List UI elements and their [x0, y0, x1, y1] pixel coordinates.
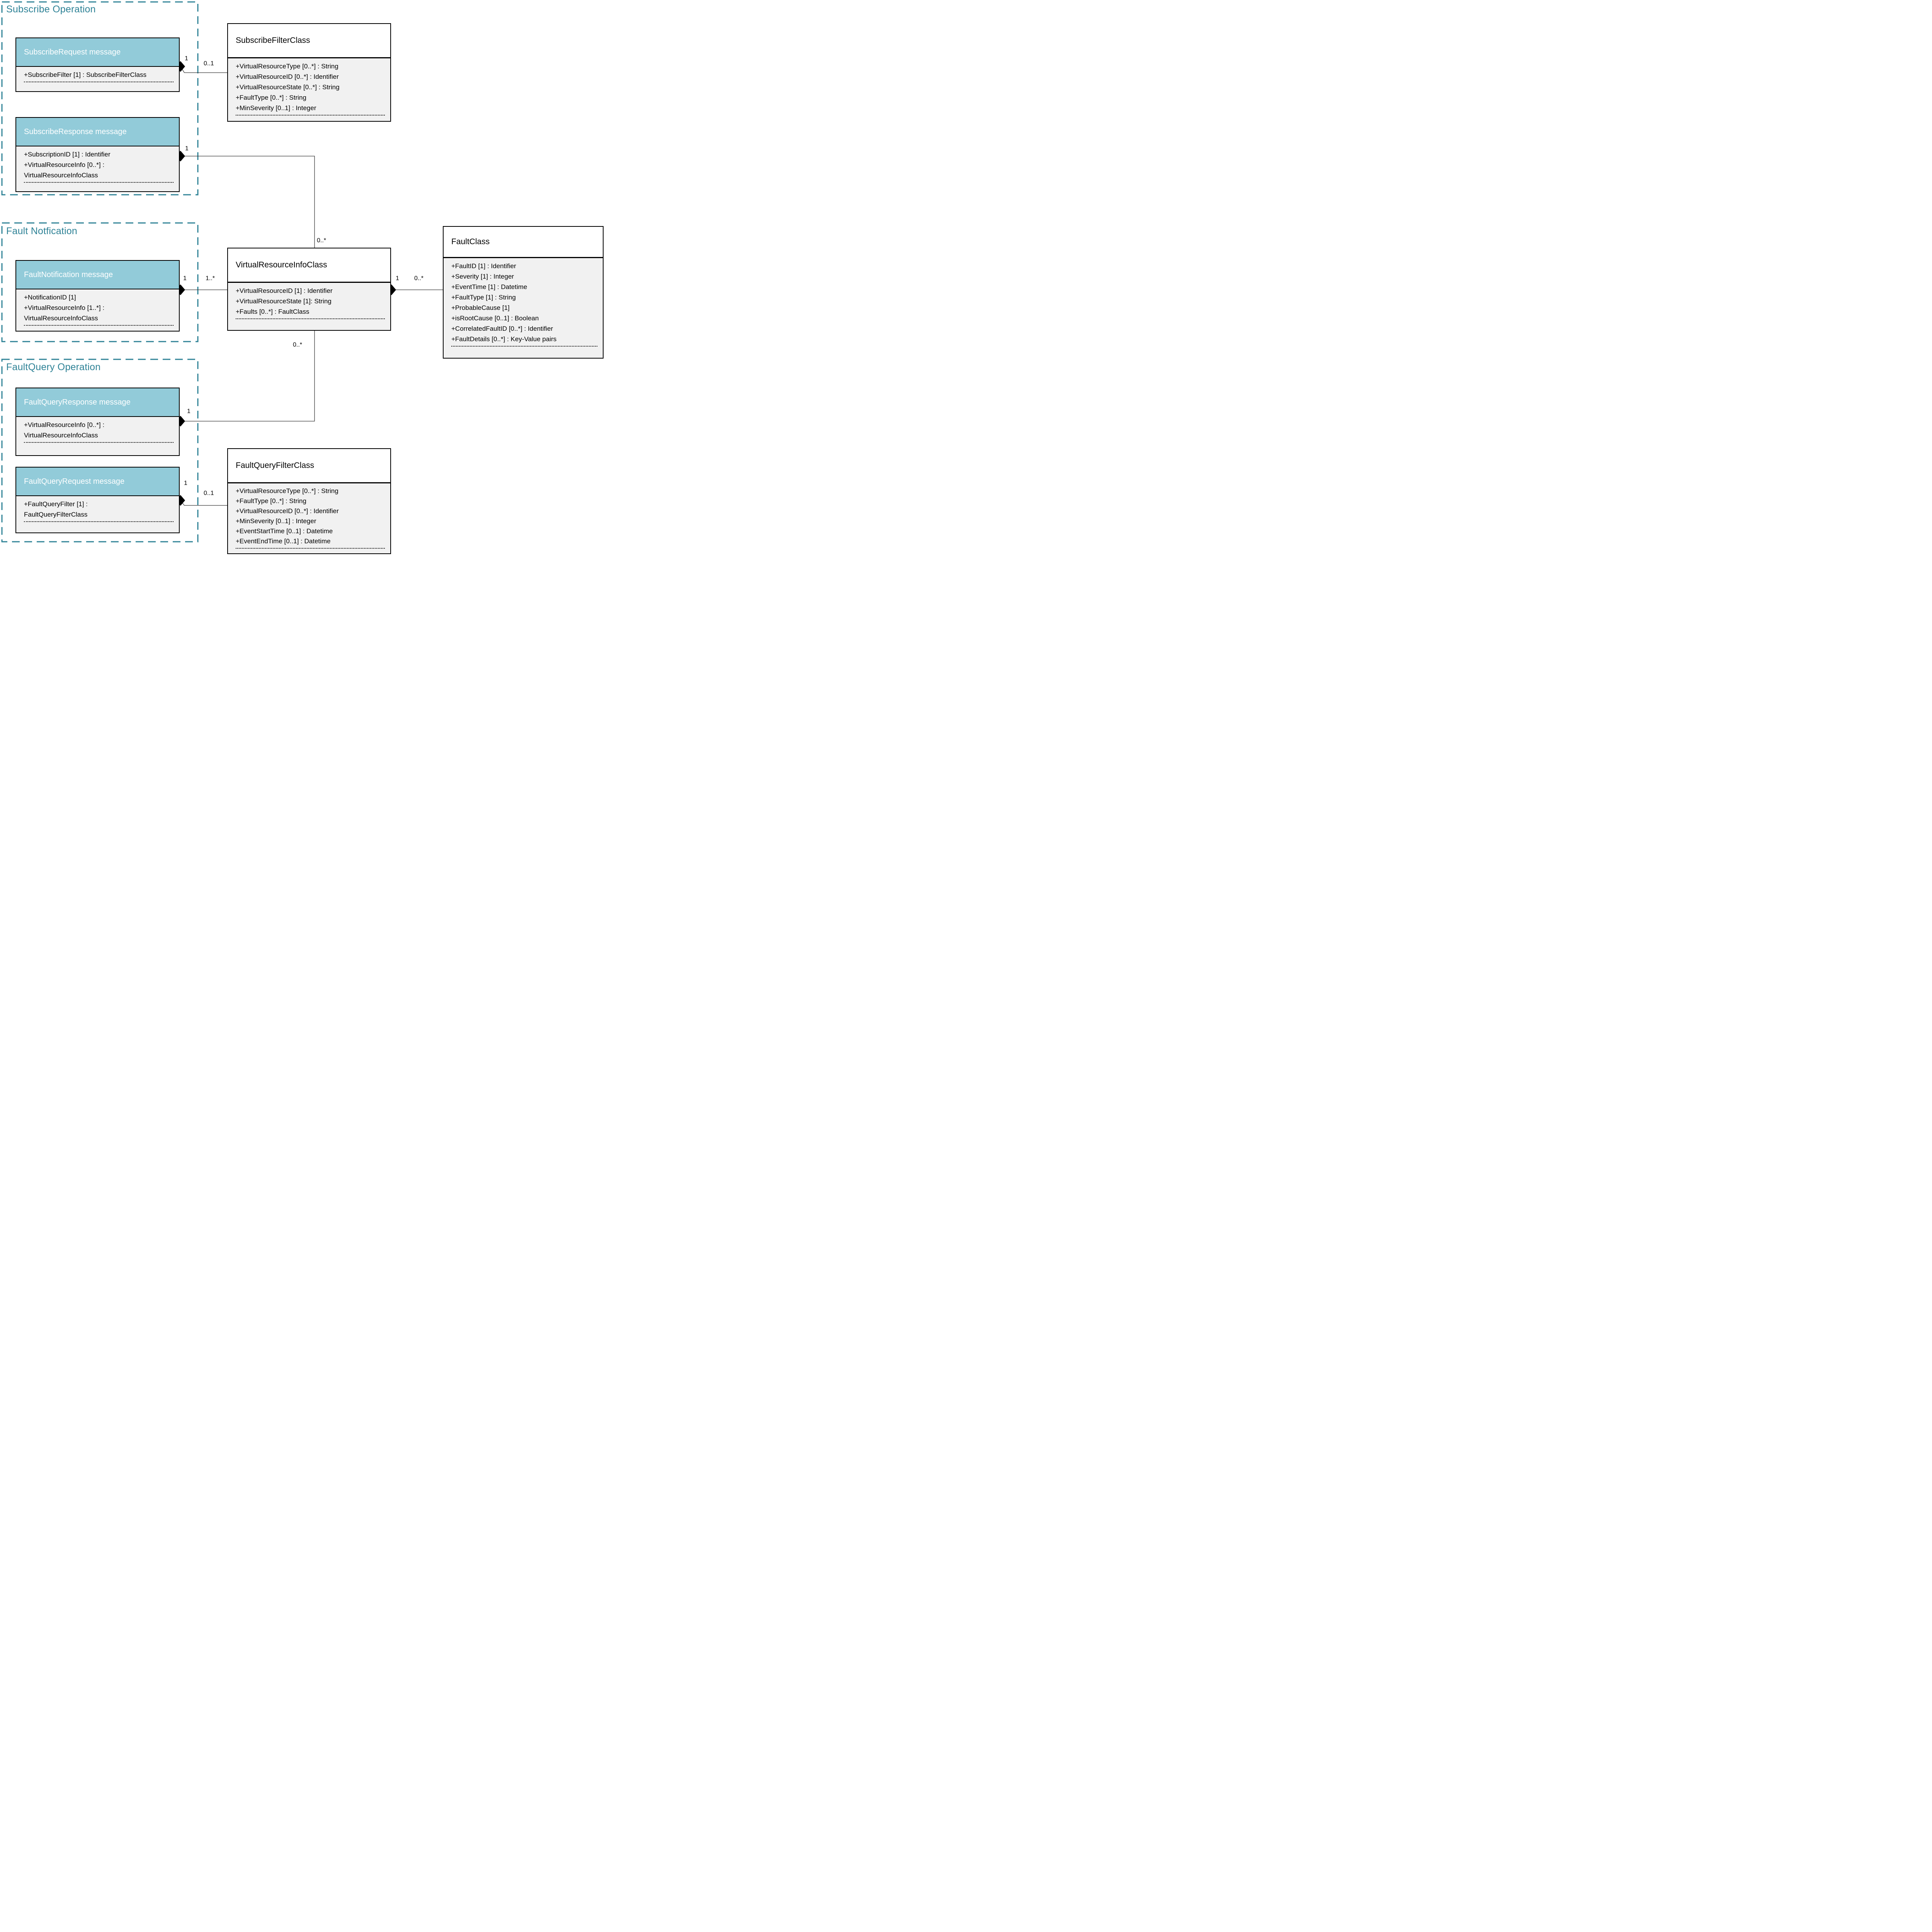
attribute-line: +isRootCause [0..1] : Boolean: [451, 315, 539, 322]
class-box-faultqueryrequest-message: FaultQueryRequest message +FaultQueryFil…: [15, 467, 180, 533]
group-title-subscribe-operation: Subscribe Operation: [6, 4, 96, 15]
attributes-compartment: +VirtualResourceInfo [0..*] : VirtualRes…: [16, 417, 179, 443]
class-title: FaultClass: [451, 237, 490, 246]
attribute-separator: [24, 521, 173, 522]
attribute-line: +ProbableCause [1]: [451, 304, 510, 311]
class-header: VirtualResourceInfoClass: [228, 248, 390, 283]
attribute-line: +VirtualResourceID [0..*] : Identifier: [236, 507, 339, 515]
class-box-subscriberesponse-message: SubscribeResponse message +SubscriptionI…: [15, 117, 180, 192]
class-title: SubscribeRequest message: [24, 48, 121, 56]
attributes-compartment: +VirtualResourceID [1] : Identifier +Vir…: [228, 283, 390, 319]
connector-faultqueryrequest-faultqueryfilterclass: [180, 500, 227, 506]
class-header: FaultNotification message: [16, 261, 179, 289]
attribute-line: +VirtualResourceState [0..*] : String: [236, 83, 340, 91]
attribute-line: +FaultQueryFilter [1] :: [24, 500, 88, 508]
attributes-compartment: +NotificationID [1] +VirtualResourceInfo…: [16, 289, 179, 326]
attribute-line: VirtualResourceInfoClass: [24, 432, 98, 439]
class-box-faultqueryresponse-message: FaultQueryResponse message +VirtualResou…: [15, 388, 180, 456]
attribute-line: +SubscriptionID [1] : Identifier: [24, 151, 111, 158]
attributes-compartment: +FaultID [1] : Identifier +Severity [1] …: [444, 258, 603, 347]
attribute-line: +EventTime [1] : Datetime: [451, 283, 527, 291]
class-title: FaultQueryFilterClass: [236, 461, 315, 470]
attribute-line: +SubscribeFilter [1] : SubscribeFilterCl…: [24, 71, 146, 78]
multiplicity-label: 0..*: [293, 342, 303, 348]
attribute-line: VirtualResourceInfoClass: [24, 172, 98, 179]
class-title: SubscribeFilterClass: [236, 36, 310, 45]
multiplicity-label: 1: [187, 408, 190, 415]
multiplicity-label: 1: [185, 55, 188, 62]
class-box-virtualresourceinfoclass: VirtualResourceInfoClass +VirtualResourc…: [227, 248, 391, 331]
attribute-separator: [24, 182, 173, 183]
multiplicity-label: 1..*: [206, 275, 215, 282]
attributes-compartment: +FaultQueryFilter [1] : FaultQueryFilter…: [16, 496, 179, 522]
attribute-line: +CorrelatedFaultID [0..*] : Identifier: [451, 325, 553, 332]
attribute-line: VirtualResourceInfoClass: [24, 315, 98, 322]
class-header: FaultQueryFilterClass: [228, 449, 390, 483]
class-box-subscriberequest-message: SubscribeRequest message +SubscribeFilte…: [15, 37, 180, 92]
attributes-compartment: +SubscribeFilter [1] : SubscribeFilterCl…: [16, 67, 179, 82]
attribute-line: +VirtualResourceInfo [0..*] :: [24, 421, 105, 429]
attribute-line: +FaultID [1] : Identifier: [451, 262, 516, 270]
attribute-line: +VirtualResourceType [0..*] : String: [236, 63, 338, 70]
attribute-separator: [236, 318, 385, 319]
class-title: FaultQueryResponse message: [24, 398, 131, 406]
class-header: FaultQueryRequest message: [16, 468, 179, 496]
attribute-separator: [24, 325, 173, 326]
attributes-compartment: +VirtualResourceType [0..*] : String +Vi…: [228, 58, 390, 116]
attribute-line: +VirtualResourceID [1] : Identifier: [236, 287, 333, 294]
connector-subscriberequest-subscribefilterclass: [180, 66, 227, 73]
multiplicity-label: 0..*: [317, 237, 327, 244]
attribute-separator: [236, 115, 385, 116]
class-box-subscribefilterclass: SubscribeFilterClass +VirtualResourceTyp…: [227, 23, 391, 122]
class-header: SubscribeResponse message: [16, 118, 179, 146]
attributes-compartment: +SubscriptionID [1] : Identifier +Virtua…: [16, 146, 179, 183]
class-header: SubscribeRequest message: [16, 38, 179, 67]
class-title: FaultNotification message: [24, 270, 113, 279]
multiplicity-label: 0..1: [204, 490, 214, 497]
class-box-faultclass: FaultClass +FaultID [1] : Identifier +Se…: [443, 226, 604, 359]
attribute-line: FaultQueryFilterClass: [24, 511, 88, 518]
attribute-line: +VirtualResourceType [0..*] : String: [236, 487, 338, 495]
attribute-line: +FaultType [0..*] : String: [236, 94, 306, 101]
multiplicity-label: 1: [185, 145, 189, 152]
attribute-line: +VirtualResourceInfo [0..*] :: [24, 161, 105, 168]
attribute-line: +VirtualResourceState [1]: String: [236, 298, 332, 305]
multiplicity-label: 1: [183, 275, 187, 282]
attribute-line: +NotificationID [1]: [24, 294, 76, 301]
attribute-line: +MinSeverity [0..1] : Integer: [236, 517, 316, 525]
attribute-line: +EventEndTime [0..1] : Datetime: [236, 537, 331, 545]
attribute-line: +Faults [0..*] : FaultClass: [236, 308, 310, 315]
attribute-line: +FaultDetails [0..*] : Key-Value pairs: [451, 335, 557, 343]
attribute-separator: [236, 548, 385, 549]
attribute-line: +Severity [1] : Integer: [451, 273, 514, 280]
attribute-line: +VirtualResourceID [0..*] : Identifier: [236, 73, 339, 80]
multiplicity-label: 0..1: [204, 60, 214, 67]
class-title: VirtualResourceInfoClass: [236, 260, 327, 269]
multiplicity-label: 0..*: [414, 275, 424, 282]
attribute-line: +FaultType [1] : String: [451, 294, 516, 301]
class-box-faultqueryfilterclass: FaultQueryFilterClass +VirtualResourceTy…: [227, 448, 391, 554]
class-header: FaultClass: [444, 227, 603, 258]
class-header: FaultQueryResponse message: [16, 388, 179, 417]
attribute-line: +EventStartTime [0..1] : Datetime: [236, 527, 333, 535]
group-title-fault-notification: Fault Notfication: [6, 226, 78, 236]
attribute-separator: [451, 346, 597, 347]
uml-diagram-canvas: Subscribe Operation Fault Notfication Fa…: [0, 0, 605, 554]
multiplicity-label: 1: [184, 480, 187, 486]
class-title: FaultQueryRequest message: [24, 477, 125, 486]
class-title: SubscribeResponse message: [24, 127, 127, 136]
class-header: SubscribeFilterClass: [228, 24, 390, 58]
attribute-separator: [24, 442, 173, 443]
attribute-line: +VirtualResourceInfo [1..*] :: [24, 304, 105, 311]
attributes-compartment: +VirtualResourceType [0..*] : String +Fa…: [228, 483, 390, 549]
attribute-line: +MinSeverity [0..1] : Integer: [236, 104, 316, 112]
multiplicity-label: 1: [396, 275, 399, 282]
attribute-line: +FaultType [0..*] : String: [236, 497, 306, 505]
connector-subscriberesponse-virtualresourceinfoclass: [180, 156, 315, 248]
group-title-faultquery-operation: FaultQuery Operation: [6, 362, 101, 372]
class-box-faultnotification-message: FaultNotification message +NotificationI…: [15, 260, 180, 332]
